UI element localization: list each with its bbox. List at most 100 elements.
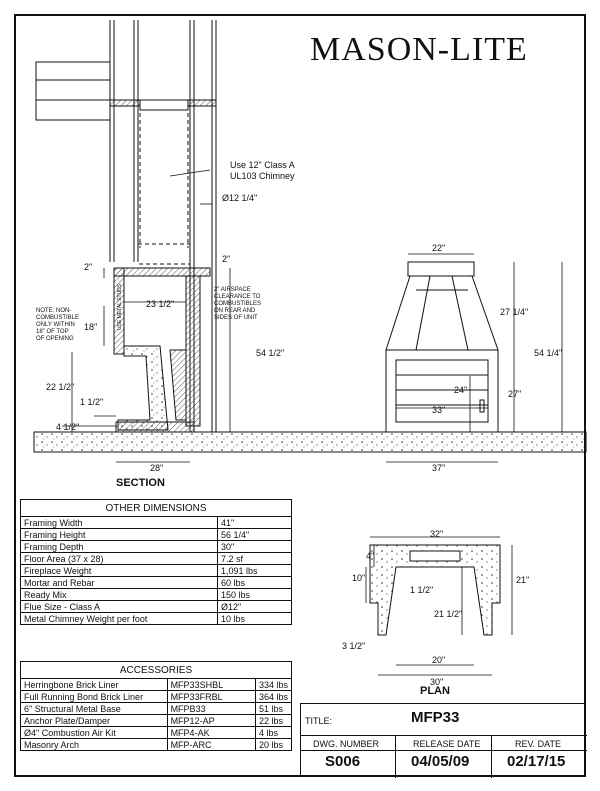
brand-text: MASON-LITE (310, 31, 528, 68)
dimension-value: 150 lbs (217, 588, 292, 601)
airspace-note: 2" AIRSPACE CLEARANCE TO COMBUSTIBLES ON… (214, 287, 261, 321)
front-dim-27: 27" (508, 389, 521, 399)
brand-logo: MASON-LITE (310, 31, 528, 68)
dim-22-half: 22 1/2" (46, 382, 74, 392)
svg-text:10": 10" (352, 573, 365, 583)
chimney-diameter-label: Ø12 1/4" (222, 193, 257, 203)
accessory-weight: 51 lbs (254, 702, 293, 715)
dimension-value: 30" (217, 540, 292, 553)
dimension-label: Framing Depth (20, 540, 218, 553)
dimension-value: 10 lbs (217, 612, 292, 625)
dim-28: 28" (150, 463, 163, 473)
other-dimensions-row: Floor Area (37 x 28)7.2 sf (20, 552, 292, 565)
dimension-value: 41" (217, 516, 292, 529)
chimney-pipe (137, 106, 191, 265)
svg-text:30": 30" (430, 677, 443, 687)
svg-text:21 1/2": 21 1/2" (434, 609, 462, 619)
dimension-label: Framing Width (20, 516, 218, 529)
noncombustible-note: NOTE: NON- COMBUSTIBLE ONLY WITHIN 18" O… (36, 308, 79, 342)
svg-text:COMBUSTIBLES: COMBUSTIBLES (214, 301, 261, 307)
svg-text:NOTE: NON-: NOTE: NON- (36, 308, 71, 314)
accessory-name: Anchor Plate/Damper (20, 714, 168, 727)
accessory-name: Ø4" Combustion Air Kit (20, 726, 168, 739)
accessory-weight: 22 lbs (254, 714, 293, 727)
chimney-note-1: Use 12" Class A (230, 160, 295, 170)
section-dim-lines (62, 169, 231, 463)
dimension-value: 1,091 lbs (217, 564, 292, 577)
svg-text:3 1/2": 3 1/2" (342, 641, 365, 651)
metal-studs-label: USE METAL STUDS (117, 283, 123, 330)
dim-1-half: 1 1/2" (80, 397, 103, 407)
accessory-weight: 334 lbs (254, 678, 293, 691)
dimension-value: Ø12" (217, 600, 292, 613)
svg-text:4": 4" (366, 551, 374, 561)
dwg-number-label: DWG. NUMBER (313, 739, 379, 749)
plan-view: 32" 4" 10" 21" 1 1/2" 21 1/2" 3 1/2" 20"… (342, 529, 529, 687)
accessory-name: Herringbone Brick Liner (20, 678, 168, 691)
rev-date-label: REV. DATE (515, 739, 562, 749)
dim-23-half: 23 1/2" (146, 299, 174, 309)
svg-text:21": 21" (516, 575, 529, 585)
svg-text:2" AIRSPACE: 2" AIRSPACE (214, 287, 251, 293)
plan-outline (369, 544, 501, 636)
plan-caption: PLAN (420, 685, 450, 697)
dim-18: 18" (84, 322, 97, 332)
svg-text:ONLY WITHIN: ONLY WITHIN (36, 322, 75, 328)
dimension-label: Mortar and Rebar (20, 576, 218, 589)
front-dim-27-quarter: 27 1/4" (500, 307, 528, 317)
svg-text:COMBUSTIBLE: COMBUSTIBLE (36, 315, 79, 321)
dimension-label: Metal Chimney Weight per foot (20, 612, 218, 625)
svg-text:18" OF TOP: 18" OF TOP (36, 329, 69, 335)
svg-text:SIDES OF UNIT: SIDES OF UNIT (214, 315, 258, 321)
front-dim-24: 24" (454, 385, 467, 395)
dim-2-top-right: 2" (222, 254, 230, 264)
dim-2-top-left: 2" (84, 262, 92, 272)
dimension-label: Fireplace Weight (20, 564, 218, 577)
accessory-weight: 4 lbs (254, 726, 293, 739)
title-label: TITLE: (305, 716, 333, 726)
front-dim-33: 33" (432, 405, 445, 415)
firebox-section (113, 267, 211, 433)
accessory-code: MFP33SHBL (166, 678, 256, 691)
svg-text:ON REAR AND: ON REAR AND (214, 308, 256, 314)
accessory-code: MFP12-AP (166, 714, 256, 727)
dim-54-half: 54 1/2" (256, 348, 284, 358)
svg-text:OF OPENING: OF OPENING (36, 336, 74, 342)
front-elevation (385, 261, 499, 433)
svg-text:32": 32" (430, 529, 443, 539)
chimney-note-2: UL103 Chimney (230, 171, 295, 181)
rev-date-value: 02/17/15 (507, 753, 566, 770)
front-dim-22: 22" (432, 243, 445, 253)
release-date-value: 04/05/09 (411, 753, 470, 770)
svg-text:1 1/2": 1 1/2" (410, 585, 433, 595)
dim-4-half: 4 1/2" (56, 422, 79, 432)
dimension-value: 7.2 sf (217, 552, 292, 565)
svg-text:20": 20" (432, 655, 445, 665)
dimension-value: 60 lbs (217, 576, 292, 589)
front-dim-54-quarter: 54 1/4" (534, 348, 562, 358)
floor-slab (33, 431, 587, 453)
front-dim-37: 37" (432, 463, 445, 473)
dwg-number-value: S006 (325, 753, 361, 770)
accessories-header: ACCESSORIES (20, 661, 292, 679)
accessory-code: MFPB33 (166, 702, 256, 715)
title-block: TITLE: MFP33 DWG. NUMBER RELEASE DATE RE… (300, 703, 587, 778)
release-date-label: RELEASE DATE (413, 739, 481, 749)
dimension-label: Framing Height (20, 528, 218, 541)
svg-text:CLEARANCE TO: CLEARANCE TO (214, 294, 261, 300)
accessory-weight: 20 lbs (254, 738, 293, 751)
dimension-value: 56 1/4" (217, 528, 292, 541)
other-dimensions-header: OTHER DIMENSIONS (20, 499, 292, 517)
dimension-label: Ready Mix (20, 588, 218, 601)
front-dim-lines (386, 253, 563, 463)
